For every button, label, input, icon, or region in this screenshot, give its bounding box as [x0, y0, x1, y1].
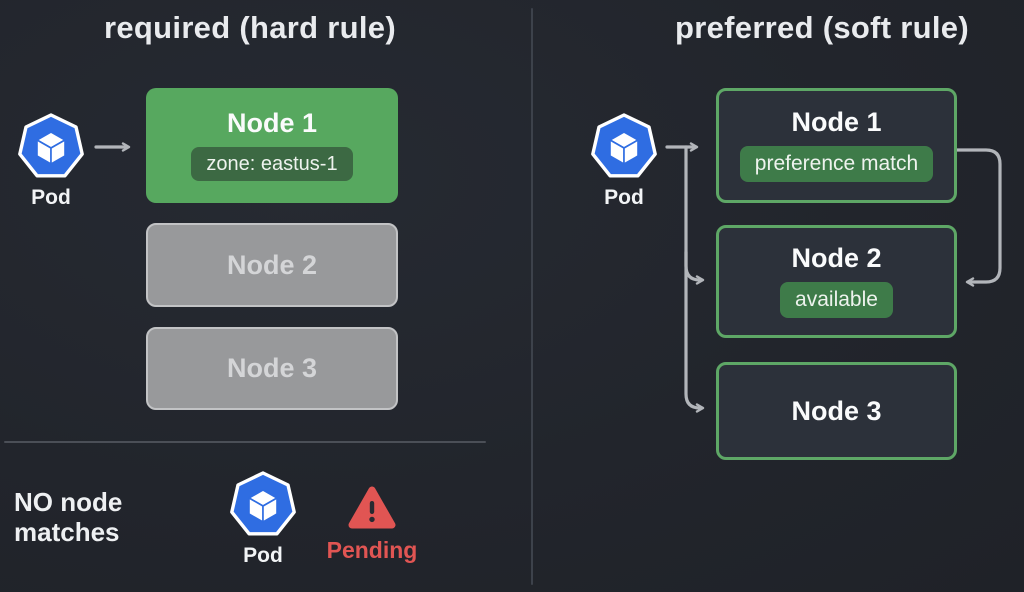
pod-left: Pod: [12, 110, 90, 210]
warning-triangle-icon: [348, 486, 396, 529]
no-match-line2: matches: [14, 516, 120, 547]
node-2-right: Node 2 available: [716, 225, 957, 338]
pod-icon: [18, 113, 84, 178]
right-panel-title: preferred (soft rule): [675, 10, 969, 45]
arrow-branch-to-node2: [684, 250, 705, 285]
node-label: Node 3: [791, 395, 882, 426]
pending-status: Pending: [325, 484, 419, 564]
pod-label: Pod: [604, 186, 644, 209]
node-label: Node 2: [791, 243, 882, 274]
section-divider: [4, 441, 486, 443]
node-1-left: Node 1 zone: eastus-1: [146, 88, 398, 203]
node-label: Node 3: [226, 353, 318, 383]
node-label: Node 1: [791, 107, 882, 138]
arrow-branch-to-node3: [684, 145, 705, 413]
panel-divider: [531, 8, 533, 585]
pending-label: Pending: [326, 537, 418, 563]
pod-icon: [591, 113, 657, 178]
no-match-text: NO node matches: [14, 487, 123, 548]
pod-right: Pod: [585, 110, 663, 210]
node-3-right: Node 3: [716, 362, 957, 460]
left-panel-title: required (hard rule): [104, 10, 396, 45]
node-1-right: Node 1 preference match: [716, 88, 957, 203]
node-label: Node 1: [226, 108, 318, 138]
pod-pending: Pod: [224, 468, 302, 568]
node-label: Node 2: [226, 249, 318, 280]
pod-label: Pod: [243, 544, 283, 567]
no-match-line1: NO node: [14, 487, 123, 517]
pod-icon: [230, 471, 296, 536]
node-badge: preference match: [739, 146, 934, 182]
pod-label: Pod: [31, 186, 71, 209]
node-2-left: Node 2: [146, 223, 398, 307]
arrow-node1-overflow-to-node2: [955, 148, 1002, 287]
node-badge: zone: eastus-1: [191, 147, 353, 181]
node-3-left: Node 3: [146, 327, 398, 410]
node-badge: available: [780, 282, 893, 318]
